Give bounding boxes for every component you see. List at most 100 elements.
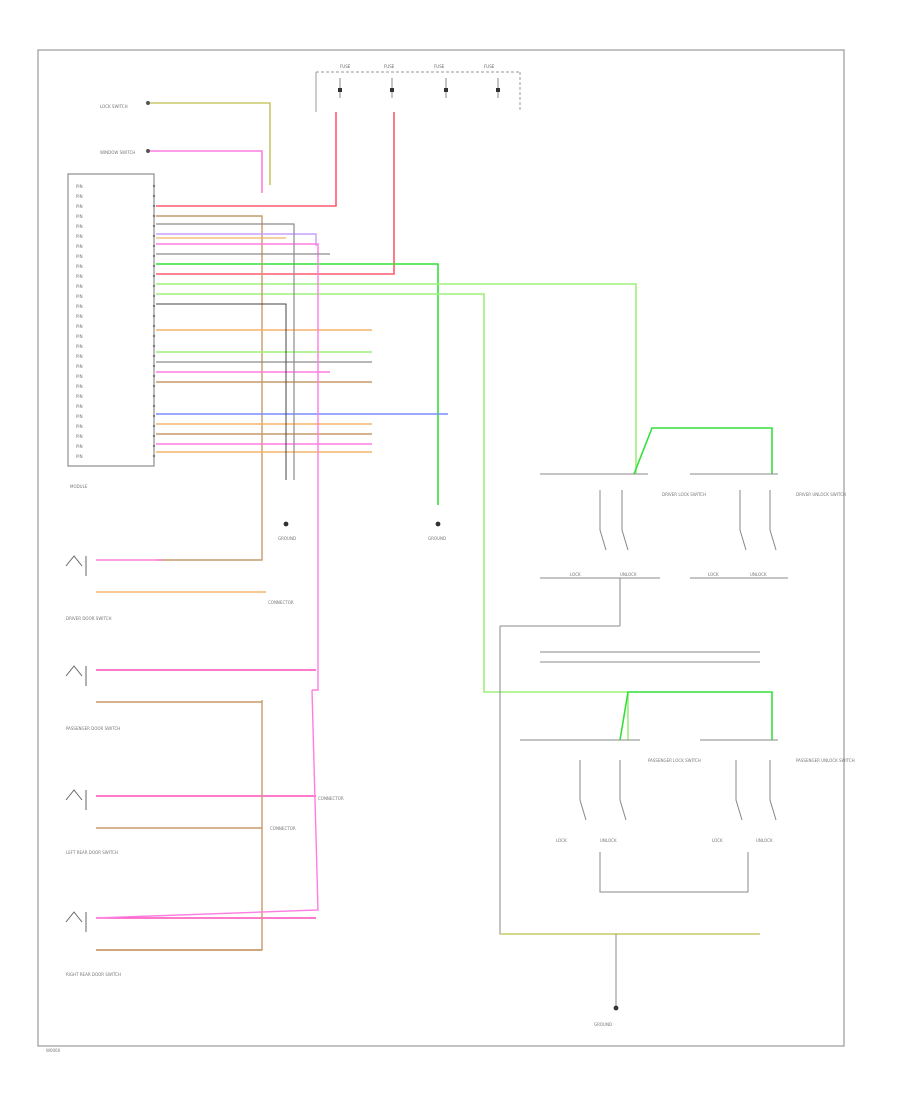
fuse-label-1: FUSE [340,64,351,69]
module-pin-terminal [152,184,156,188]
page-code: W0000 [46,1048,61,1053]
left-rear-door-switch-label: LEFT REAR DOOR SWITCH [66,850,118,855]
module-pin-terminal [152,224,156,228]
module-pin-terminal [152,254,156,258]
module-pin-terminal [152,444,156,448]
driver-unlock-switch-label: DRIVER UNLOCK SWITCH [796,492,846,497]
module-pin-label: PIN [76,244,83,249]
module-pin-label: PIN [76,374,83,379]
module-block: MODULE PIN PIN PIN PIN PIN PIN PIN PIN PIN PIN PIN… [67,173,156,489]
module-pin-label: PIN [76,314,83,319]
module-pin-terminal [152,324,156,328]
module-pin-label: PIN [76,284,83,289]
module-pin-terminal [152,304,156,308]
wire-magenta-top [150,150,263,193]
module-pin-terminal [152,394,156,398]
ground-label-1: GROUND [278,536,296,541]
module-pin-terminal [152,294,156,298]
driver-lock-switch-label: DRIVER LOCK SWITCH [662,492,706,497]
switch-unlock-term-4: UNLOCK [756,838,773,843]
driver-door-switch-label: DRIVER DOOR SWITCH [66,616,111,621]
module-pin-label: PIN [76,454,83,459]
passenger-lock-switch-label: PASSENGER LOCK SWITCH [648,758,701,763]
module-pin-label: PIN [76,194,83,199]
module-pin-terminal [152,354,156,358]
switch-lock-term-1: LOCK [570,572,581,577]
diagram-frame [37,49,845,1047]
module-pin-label: PIN [76,214,83,219]
grounds: GROUND GROUND GROUND [278,521,619,1027]
module-pin-terminal [152,214,156,218]
module-pin-terminal [152,234,156,238]
module-pin-label: PIN [76,264,83,269]
module-pin-label: PIN [76,334,83,339]
module-pin-label: PIN [76,364,83,369]
module-pin-label: PIN [76,404,83,409]
fuse-label-3: FUSE [434,64,445,69]
module-pin-terminal [152,244,156,248]
wire-olive-top [150,102,271,185]
module-pin-terminal [152,334,156,338]
window-switch-terminal [146,149,150,153]
right-top-switches: DRIVER LOCK SWITCH DRIVER UNLOCK SWITCH … [540,427,846,579]
right-bottom-switches: PASSENGER LOCK SWITCH PASSENGER UNLOCK S… [499,578,855,1006]
module-pin-label: PIN [76,444,83,449]
module-pin-terminal [152,454,156,458]
switch-lock-term-2: LOCK [708,572,719,577]
module-pin-terminal [152,414,156,418]
module-pin-label: PIN [76,384,83,389]
module-pin-terminal [152,314,156,318]
module-pin-label: PIN [76,354,83,359]
fuse-block: FUSE FUSE FUSE FUSE [315,64,521,112]
fuse-label-4: FUSE [484,64,495,69]
ground-label-3: GROUND [594,1022,612,1027]
module-pin-label: PIN [76,324,83,329]
switch-unlock-term-2: UNLOCK [750,572,767,577]
switch-unlock-term-3: UNLOCK [600,838,617,843]
module-pin-label: PIN [76,414,83,419]
module-pin-terminal [152,264,156,268]
module-pin-label: PIN [76,254,83,259]
ground-label-2: GROUND [428,536,446,541]
switch-unlock-term-1: UNLOCK [620,572,637,577]
module-pin-label: PIN [76,344,83,349]
connector-label-3: CONNECTOR [270,826,296,831]
module-pin-label: PIN [76,224,83,229]
module-pin-terminal [152,434,156,438]
module-pin-label: PIN [76,204,83,209]
module-pin-terminal [152,384,156,388]
module-pin-label: PIN [76,434,83,439]
lock-switch-terminal [146,101,150,105]
lock-switch-label: LOCK SWITCH [100,104,128,109]
module-pin-terminal [152,364,156,368]
module-pin-terminal [152,274,156,278]
connector-label-1: CONNECTOR [268,600,294,605]
module-pin-label: PIN [76,304,83,309]
module-pin-terminal [152,424,156,428]
right-rear-door-switch-label: RIGHT REAR DOOR SWITCH [66,972,121,977]
module-pin-label: PIN [76,424,83,429]
module-pin-label: PIN [76,184,83,189]
fuse-label-2: FUSE [384,64,395,69]
module-pin-terminal [152,404,156,408]
module-wires [156,112,637,740]
switch-lock-term-4: LOCK [712,838,723,843]
module-pin-label: PIN [76,294,83,299]
window-switch-label: WINDOW SWITCH [100,150,135,155]
left-door-switches: DRIVER DOOR SWITCH PASSENGER DOOR SWITCH… [65,555,319,977]
switch-lock-term-3: LOCK [556,838,567,843]
connector-label-2: CONNECTOR [318,796,344,801]
connectors: CONNECTOR CONNECTOR CONNECTOR [268,600,344,831]
module-pin-terminal [152,204,156,208]
module-pin-label: PIN [76,274,83,279]
module-pin-terminal [152,374,156,378]
module-pin-terminal [152,284,156,288]
module-pin-label: PIN [76,234,83,239]
module-pin-terminal [152,344,156,348]
passenger-door-switch-label: PASSENGER DOOR SWITCH [66,726,120,731]
module-pin-terminal [152,194,156,198]
module-title: MODULE [70,484,88,489]
module-pin-label: PIN [76,394,83,399]
passenger-unlock-switch-label: PASSENGER UNLOCK SWITCH [796,758,855,763]
